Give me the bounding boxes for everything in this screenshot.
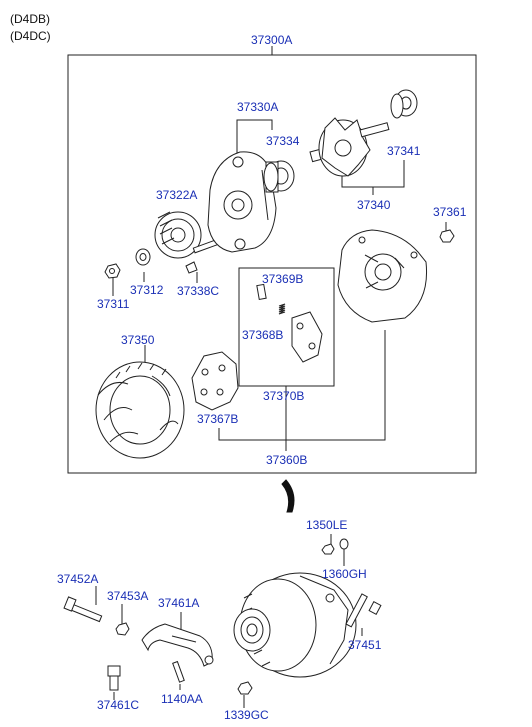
label-1350le[interactable]: 1350LE <box>306 518 348 532</box>
bolt-37452a-shape <box>63 596 103 623</box>
spring-shape <box>278 303 286 315</box>
bracket-37461a-shape <box>141 623 213 667</box>
label-37370b[interactable]: 37370B <box>263 389 305 403</box>
label-37367b[interactable]: 37367B <box>197 412 239 426</box>
bolt-1140aa-shape <box>172 660 185 683</box>
label-37461c[interactable]: 37461C <box>97 698 140 712</box>
label-37452a[interactable]: 37452A <box>57 572 99 586</box>
bearing-front-shape <box>263 160 295 193</box>
label-37360b[interactable]: 37360B <box>266 453 308 467</box>
label-37334[interactable]: 37334 <box>266 134 300 148</box>
label-37350[interactable]: 37350 <box>121 333 155 347</box>
label-37361[interactable]: 37361 <box>433 205 467 219</box>
label-37338c[interactable]: 37338C <box>177 284 220 298</box>
nut-37453a-shape <box>115 622 130 636</box>
label-1140aa[interactable]: 1140AA <box>161 692 203 706</box>
label-37451[interactable]: 37451 <box>348 638 382 652</box>
label-37340[interactable]: 37340 <box>357 198 391 212</box>
label-37330a[interactable]: 37330A <box>237 100 279 114</box>
nut-1350le-shape <box>321 543 335 555</box>
label-37312[interactable]: 37312 <box>130 283 164 297</box>
rear-nut-shape <box>439 229 455 243</box>
alternator-shape <box>233 572 357 678</box>
label-37453a[interactable]: 37453A <box>107 589 149 603</box>
engine-code-d4dc: (D4DC) <box>10 29 51 43</box>
label-37369b[interactable]: 37369B <box>262 272 304 286</box>
brush-holder-shape <box>291 311 323 363</box>
pulley-shape <box>154 211 202 259</box>
label-37461a[interactable]: 37461A <box>158 596 200 610</box>
label-1360gh[interactable]: 1360GH <box>322 567 367 581</box>
label-37300a[interactable]: 37300A <box>251 33 293 47</box>
engine-code-d4db: (D4DB) <box>10 12 51 26</box>
bearing-rear-shape <box>390 89 418 119</box>
rear-bracket-shape <box>337 229 428 323</box>
washer-1360gh-shape <box>339 538 349 550</box>
label-37311[interactable]: 37311 <box>97 297 130 311</box>
assembly-arrow <box>281 479 295 513</box>
through-bolt-shape <box>185 237 222 274</box>
rotor-shape <box>309 117 390 177</box>
bolt-37451-shape <box>345 593 382 628</box>
rectifier-shape <box>191 351 239 411</box>
bolt-37461c-shape <box>107 665 121 691</box>
label-1339gc[interactable]: 1339GC <box>224 708 269 722</box>
label-37322a[interactable]: 37322A <box>156 188 198 202</box>
label-37368b[interactable]: 37368B <box>242 328 284 342</box>
nut-1339gc-shape <box>237 681 253 695</box>
stator-shape <box>95 361 185 459</box>
brush-shape <box>256 283 267 300</box>
front-bracket-shape <box>207 151 277 253</box>
label-37341[interactable]: 37341 <box>387 144 421 158</box>
